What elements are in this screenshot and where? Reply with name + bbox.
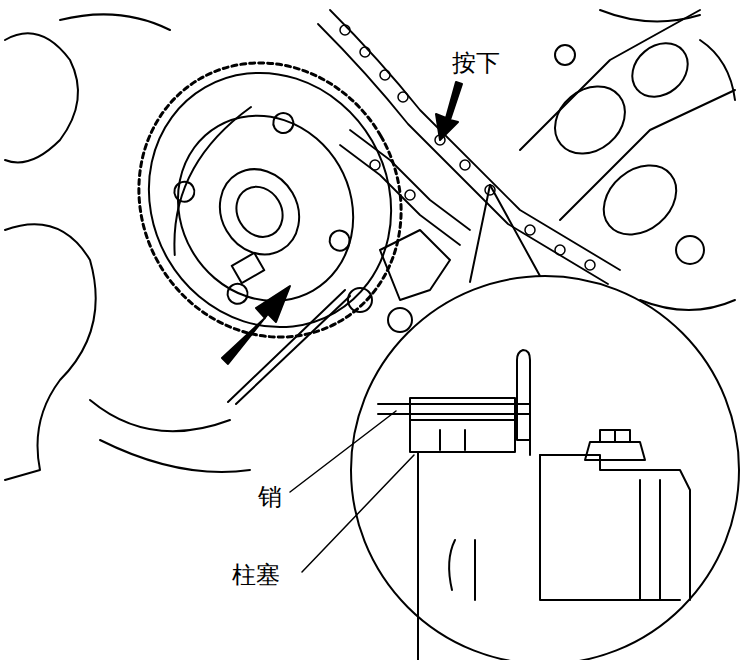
part-name: 销 bbox=[258, 484, 282, 510]
instruction-label: 按下 bbox=[452, 50, 500, 76]
part-name: 柱塞 bbox=[232, 562, 280, 588]
